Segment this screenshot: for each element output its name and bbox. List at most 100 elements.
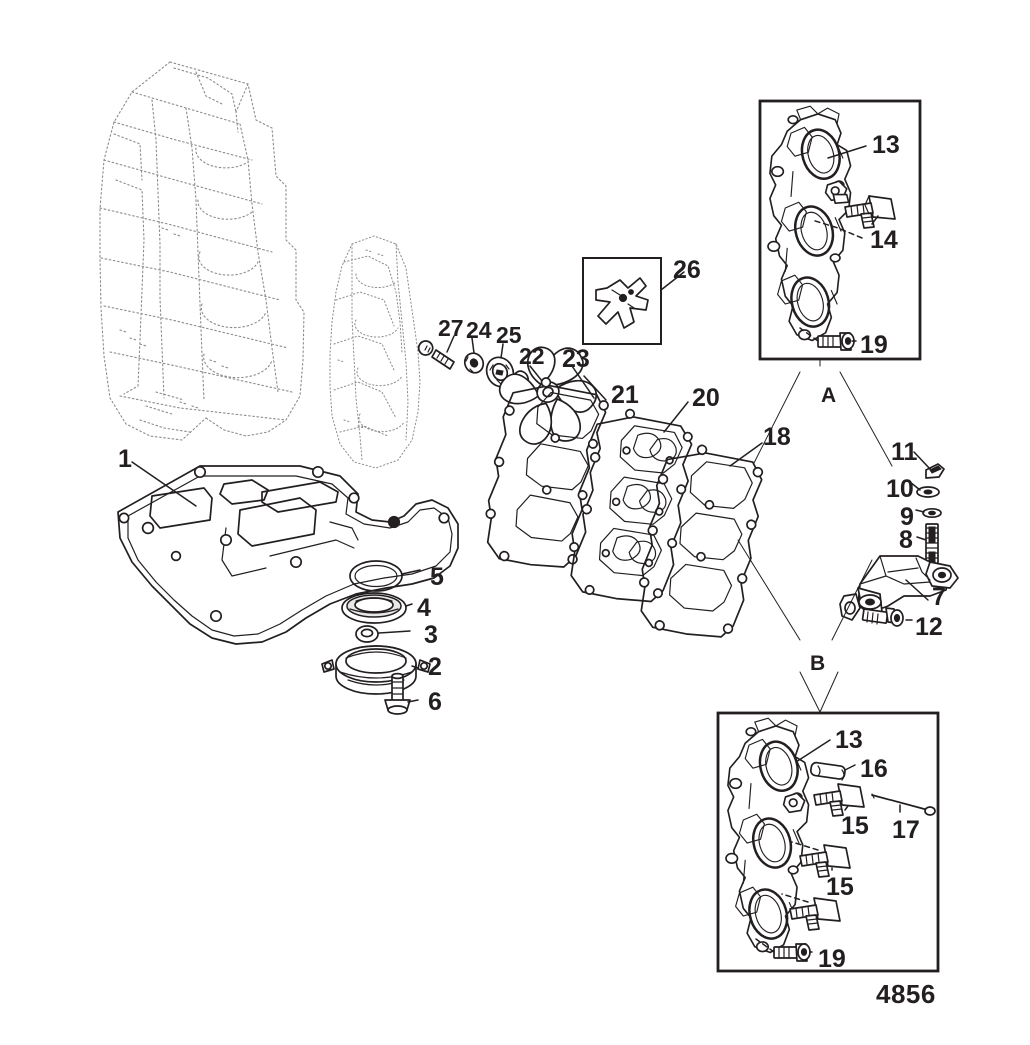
detail-a-part-14-fitting	[844, 195, 896, 229]
part-5-o-ring	[349, 560, 403, 592]
leader-5	[401, 569, 421, 575]
callout-6: 6	[428, 688, 442, 716]
engine-block-phantom	[99, 61, 305, 441]
detail-box-a	[758, 99, 922, 361]
callout-23: 23	[562, 345, 590, 373]
callout-13-box-b: 13	[835, 726, 863, 754]
leader-26	[660, 271, 685, 291]
callout-12: 12	[915, 613, 943, 641]
part-4-seal	[341, 592, 407, 624]
callout-13-box-a: 13	[872, 131, 900, 159]
part-2-retainer-flange	[321, 645, 431, 695]
detail-b-part-15-fitting-lower	[789, 897, 841, 931]
leader-24	[471, 337, 475, 354]
leader-15a-dash	[791, 841, 819, 851]
callout-17: 17	[892, 816, 920, 844]
marker-b-conv-left	[799, 671, 821, 713]
detail-b-part-19-bolt	[773, 943, 811, 962]
marker-a-leader-left	[753, 371, 801, 464]
part-9-washer-small	[922, 507, 942, 519]
leader-3	[378, 630, 411, 634]
leader-18	[729, 442, 763, 467]
part-3-washer	[355, 625, 379, 643]
leader-1	[131, 461, 197, 507]
leader-10	[909, 481, 921, 491]
callout-15-lower: 15	[826, 873, 854, 901]
callout-7: 7	[932, 583, 946, 611]
leader-19b-dash	[755, 938, 775, 953]
detail-marker-a: A	[821, 384, 837, 407]
leader-25	[500, 343, 504, 359]
part-7-bracket	[839, 555, 959, 621]
part-10-washer	[916, 486, 940, 498]
callout-1: 1	[118, 445, 132, 473]
detail-b-part-15-fitting-upper	[813, 783, 865, 817]
part-20-reed-block	[569, 408, 693, 603]
leader-14	[811, 219, 863, 239]
marker-b-leader-right	[831, 559, 873, 641]
diagram-reference-number: 4856	[876, 979, 936, 1009]
leader-13a	[827, 145, 867, 159]
detail-b-part-16-dowel	[809, 761, 846, 781]
leader-8	[916, 536, 927, 541]
callout-3: 3	[424, 621, 438, 649]
callout-15-upper: 15	[841, 812, 869, 840]
marker-b-conv-right	[819, 671, 839, 713]
callout-8: 8	[899, 526, 913, 554]
callout-26: 26	[673, 256, 701, 284]
leader-4	[405, 603, 413, 607]
callout-14: 14	[870, 226, 898, 254]
leader-16	[844, 764, 856, 771]
callout-22: 22	[519, 343, 545, 369]
detail-b-part-17-rod	[871, 793, 936, 816]
callout-20: 20	[692, 384, 720, 412]
callout-5: 5	[430, 563, 444, 591]
part-18-gasket	[638, 444, 764, 638]
part-22-reed-valve	[498, 346, 598, 445]
callout-10: 10	[886, 475, 914, 503]
leader-2	[411, 665, 419, 669]
callout-25: 25	[496, 322, 522, 348]
leader-6	[407, 699, 419, 703]
leader-11	[913, 451, 932, 471]
part-11-clip	[925, 463, 945, 479]
part-1-gasket-plate	[117, 465, 459, 645]
part-26-reed-stop	[595, 277, 649, 329]
part-6-flange-bolt	[384, 672, 411, 715]
callout-19-box-a: 19	[860, 331, 888, 359]
callout-9: 9	[900, 503, 914, 531]
inset-box-26	[582, 257, 662, 345]
leader-21	[583, 375, 607, 401]
callout-24: 24	[466, 317, 492, 343]
detail-a-manifold	[767, 105, 852, 342]
callout-19-box-b: 19	[818, 945, 846, 973]
leader-14b	[871, 215, 879, 225]
callout-21: 21	[611, 381, 639, 409]
detail-b-manifold	[725, 717, 810, 954]
marker-b-leader-left	[737, 539, 801, 641]
callout-2: 2	[428, 653, 442, 681]
part-12-bolt	[861, 607, 904, 627]
part-27-screw	[417, 340, 455, 370]
leader-15c-dash	[781, 893, 809, 903]
marker-a-leader-right	[839, 371, 893, 467]
leader-15a	[844, 805, 849, 811]
detail-b-part-15-fitting-mid	[799, 844, 851, 878]
detail-box-b	[716, 711, 940, 973]
detail-marker-b: B	[810, 652, 826, 675]
leader-9	[915, 509, 925, 513]
leader-7	[905, 579, 929, 601]
detail-a-part-19-bolt	[817, 332, 855, 351]
callout-27: 27	[438, 315, 464, 341]
part-21-gasket	[485, 377, 609, 568]
callout-18: 18	[763, 423, 791, 451]
leader-20	[663, 401, 689, 433]
leader-19a-dash	[799, 327, 819, 342]
intake-housing-phantom	[329, 235, 421, 469]
callout-16: 16	[860, 755, 888, 783]
leader-27	[446, 335, 455, 353]
callout-11: 11	[891, 438, 918, 466]
part-24-washer	[463, 352, 485, 374]
